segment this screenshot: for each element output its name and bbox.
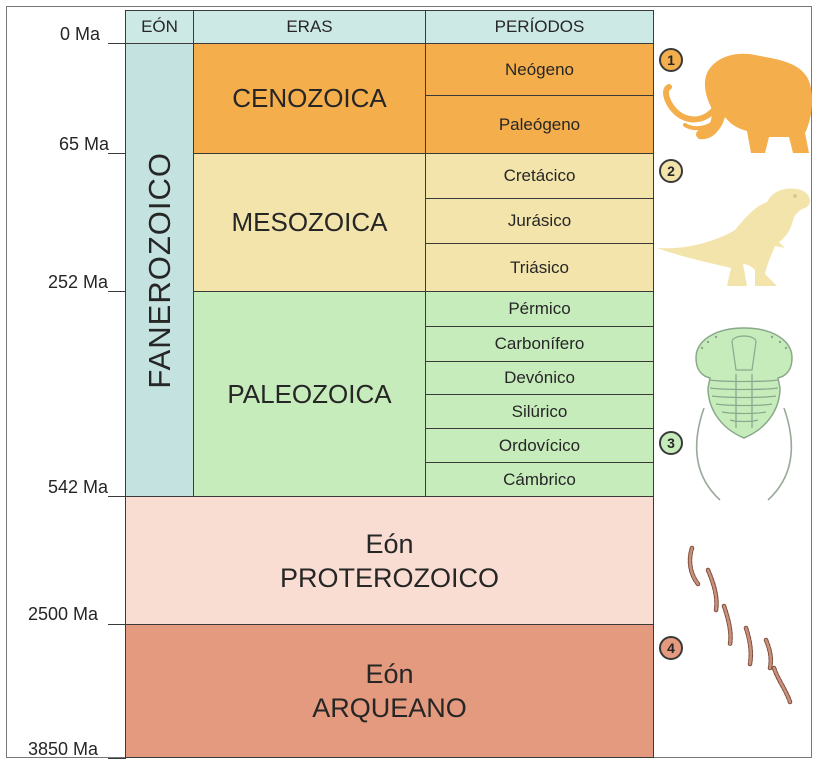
- eon-arqueano-label: ARQUEANO: [312, 691, 467, 725]
- period-silurico: Silúrico: [425, 394, 654, 429]
- period-ordovicico: Ordovícico: [425, 428, 654, 463]
- period-devonico: Devónico: [425, 361, 654, 395]
- badge-2: 2: [659, 159, 683, 183]
- age-tick-0: [108, 43, 126, 44]
- age-tick-3850: [108, 758, 126, 759]
- age-tick-252: [108, 291, 126, 292]
- age-tick-542: [108, 496, 126, 497]
- age-label-2500: 2500 Ma: [28, 604, 98, 625]
- era-mesozoica: MESOZOICA: [193, 153, 426, 292]
- age-tick-65: [108, 153, 126, 154]
- era-cenozoica: CENOZOICA: [193, 43, 426, 154]
- period-carbonifero: Carbonífero: [425, 326, 654, 362]
- eon-proterozoico-label: PROTEROZOICO: [280, 561, 499, 595]
- age-tick-2500: [108, 624, 126, 625]
- age-label-3850: 3850 Ma: [28, 739, 98, 760]
- period-triasico: Triásico: [425, 243, 654, 292]
- age-label-252: 252 Ma: [48, 272, 108, 293]
- era-paleozoica: PALEOZOICA: [193, 291, 426, 497]
- eon-proterozoico: Eón PROTEROZOICO: [125, 496, 654, 625]
- eon-fanerozoico: FANEROZOICO: [125, 43, 194, 497]
- mammoth-icon: [655, 45, 815, 160]
- header-periods: PERÍODOS: [425, 10, 654, 44]
- period-paleogeno: Paleógeno: [425, 95, 654, 154]
- period-cambrico: Cámbrico: [425, 462, 654, 497]
- header-eon: EÓN: [125, 10, 194, 44]
- age-label-65: 65 Ma: [59, 134, 109, 155]
- header-eras: ERAS: [193, 10, 426, 44]
- period-permico: Pérmico: [425, 291, 654, 327]
- eon-arqueano-prefix: Eón: [365, 657, 413, 691]
- dinosaur-icon: [655, 182, 815, 292]
- eon-proterozoico-prefix: Eón: [365, 527, 413, 561]
- age-label-0: 0 Ma: [60, 24, 100, 45]
- age-label-542: 542 Ma: [48, 477, 108, 498]
- period-cretacico: Cretácico: [425, 153, 654, 199]
- trilobite-icon: [680, 318, 810, 504]
- eon-arqueano: Eón ARQUEANO: [125, 624, 654, 758]
- worm-fossil-icon: [678, 540, 808, 710]
- period-neogeno: Neógeno: [425, 43, 654, 96]
- period-jurasico: Jurásico: [425, 198, 654, 244]
- eon-fanerozoico-label: FANEROZOICO: [142, 152, 178, 389]
